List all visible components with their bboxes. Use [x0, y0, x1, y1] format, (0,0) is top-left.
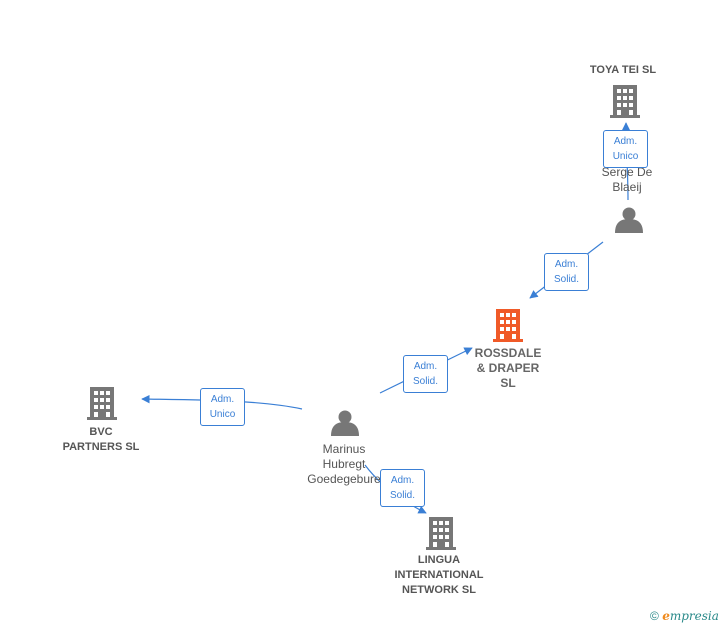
node-serge-line1: Serge De [601, 165, 653, 179]
node-marinus-line2: Hubregt [322, 457, 366, 471]
building-icon [426, 517, 456, 550]
edge-label-marinus-bvc[interactable]: Adm. Unico [200, 388, 245, 426]
edge-label-marinus-lingua[interactable]: Adm. Solid. [380, 469, 425, 507]
node-toya-label[interactable]: TOYA TEI SL [566, 63, 680, 78]
copyright-icon: © [650, 609, 659, 623]
node-lingua-line2: INTERNATIONAL [394, 569, 484, 581]
node-rossdale-line2: & DRAPER [476, 361, 540, 375]
edge-label-marinus-rossdale[interactable]: Adm. Solid. [403, 355, 448, 393]
node-lingua-line3: NETWORK SL [402, 584, 476, 596]
node-bvc-label[interactable]: BVC PARTNERS SL [46, 425, 156, 455]
edge-label-line1: Adm. [390, 475, 415, 486]
building-icon [610, 85, 640, 118]
node-marinus-line3: Goedegebure [307, 472, 381, 486]
edge-label-line1: Adm. [554, 259, 579, 270]
person-icon [615, 207, 643, 233]
edge-label-line2: Solid. [389, 490, 415, 501]
person-icon [331, 410, 359, 436]
node-rossdale-label[interactable]: ROSSDALE & DRAPER SL [464, 346, 552, 391]
brand-e: e [662, 609, 670, 623]
node-toya-line1: TOYA TEI SL [589, 64, 657, 76]
node-rossdale-line3: SL [500, 376, 516, 390]
edge-label-line2: Unico [209, 409, 236, 420]
node-bvc-line2: PARTNERS SL [62, 441, 140, 453]
edge-label-line1: Adm. [413, 361, 438, 372]
brand-rest: mpresia [669, 609, 719, 623]
edge-label-line2: Solid. [553, 274, 579, 285]
empresia-logo[interactable]: © empresia [650, 609, 719, 623]
edge-label-line1: Adm. [613, 136, 638, 147]
node-marinus-label[interactable]: Marinus Hubregt Goedegebure [296, 442, 392, 487]
node-lingua-line1: LINGUA [417, 554, 461, 566]
node-serge-label[interactable]: Serge De Blaeij [586, 165, 668, 195]
brand-name: empresia [662, 609, 719, 623]
edge-label-line2: Solid. [412, 376, 438, 387]
edge-label-line2: Unico [612, 151, 639, 162]
edge-label-serge-toya[interactable]: Adm. Unico [603, 130, 648, 168]
node-serge-line2: Blaeij [612, 180, 642, 194]
edge-label-serge-rossdale[interactable]: Adm. Solid. [544, 253, 589, 291]
node-lingua-label[interactable]: LINGUA INTERNATIONAL NETWORK SL [378, 553, 500, 598]
node-rossdale-line1: ROSSDALE [474, 346, 542, 360]
edge-label-line1: Adm. [210, 394, 235, 405]
building-icon [87, 387, 117, 420]
building-icon [493, 309, 523, 342]
node-marinus-line1: Marinus [322, 442, 366, 456]
node-bvc-line1: BVC [89, 426, 113, 438]
